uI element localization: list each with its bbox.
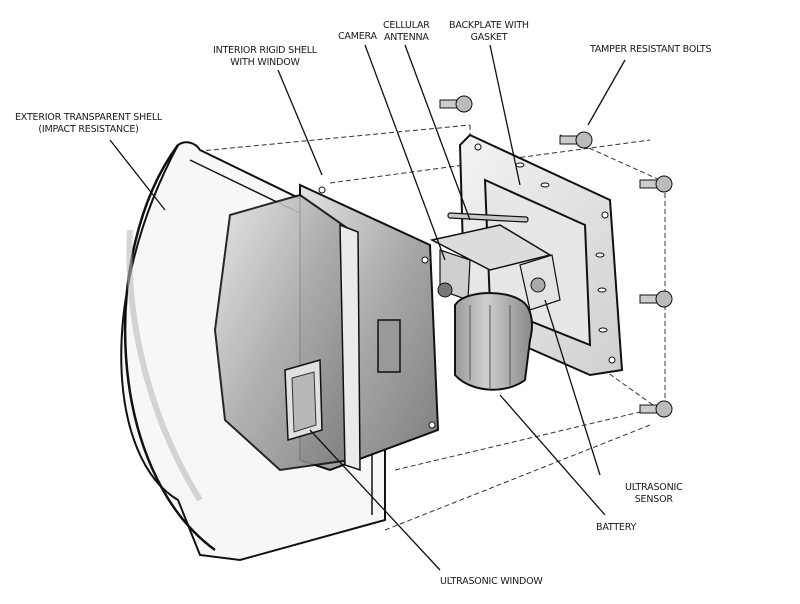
battery-part (454, 292, 533, 391)
label-line: CAMERA (338, 31, 377, 42)
ultrasonic-window-part (284, 359, 323, 441)
label-line: SENSOR (634, 494, 673, 505)
label-ultrasonic-sensor: ULTRASONIC SENSOR (625, 482, 683, 506)
label-line: GASKET (470, 32, 508, 43)
bolt-1 (439, 95, 473, 113)
label-cellular-antenna: CELLULAR ANTENNA (383, 20, 430, 44)
bolt-5 (639, 400, 673, 418)
label-exterior-transparent-shell: EXTERIOR TRANSPARENT SHELL (IMPACT RESIS… (15, 112, 162, 136)
label-line: EXTERIOR TRANSPARENT SHELL (15, 112, 163, 123)
bolt-4 (639, 290, 673, 308)
label-line: TAMPER RESISTANT BOLTS (590, 44, 712, 55)
label-tamper-resistant-bolts: TAMPER RESISTANT BOLTS (590, 44, 712, 56)
leader-lines (109, 44, 626, 571)
label-line: BACKPLATE WITH (449, 20, 529, 31)
label-line: INTERIOR RIGID SHELL (213, 45, 317, 56)
bolt-3 (639, 175, 673, 193)
label-line: WITH WINDOW (230, 57, 300, 68)
label-line: CELLULAR (383, 20, 430, 31)
label-battery: BATTERY (596, 522, 636, 534)
label-ultrasonic-window: ULTRASONIC WINDOW (440, 576, 543, 588)
interior-rigid-shell (213, 183, 440, 472)
label-camera: CAMERA (338, 31, 377, 43)
tamper-bolts (439, 95, 673, 418)
label-line: ANTENNA (383, 32, 429, 43)
label-line: ULTRASONIC (625, 482, 683, 493)
label-line: ULTRASONIC WINDOW (440, 576, 543, 587)
label-interior-rigid-shell: INTERIOR RIGID SHELL WITH WINDOW (213, 45, 317, 69)
label-line: BATTERY (596, 522, 637, 533)
label-backplate-with-gasket: BACKPLATE WITH GASKET (449, 20, 529, 44)
bolt-2 (559, 131, 593, 149)
label-line: (IMPACT RESISTANCE) (38, 124, 139, 135)
